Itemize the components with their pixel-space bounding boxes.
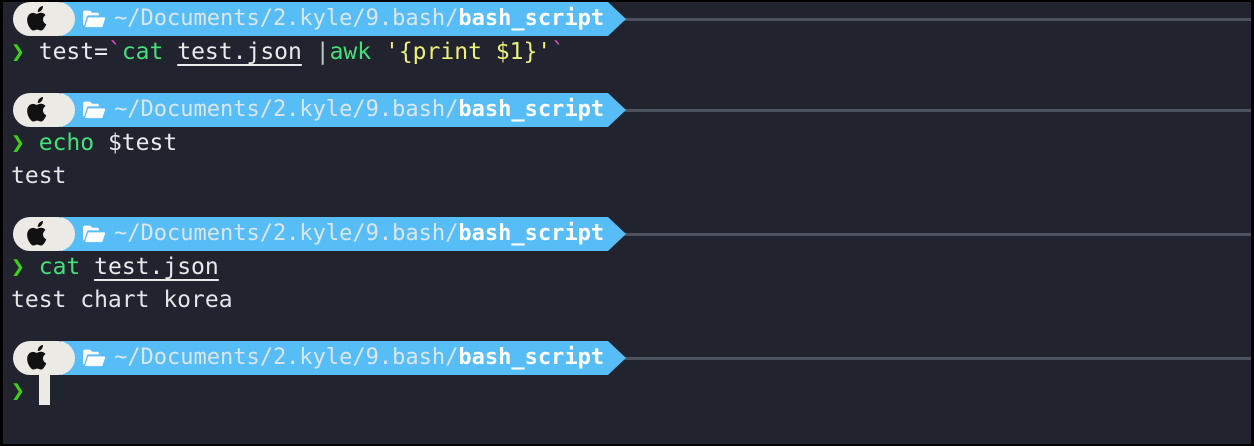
command-part: `	[551, 39, 566, 65]
command-part: awk	[329, 39, 372, 65]
output-line: test chart korea	[11, 287, 233, 313]
path-segment: ~/Documents/2.kyle/9.bash/bash_script	[61, 93, 627, 127]
prompt-bar: ~/Documents/2.kyle/9.bash/bash_script	[13, 93, 1251, 127]
path-segment: ~/Documents/2.kyle/9.bash/bash_script	[61, 2, 627, 36]
path-text: ~/Documents/2.kyle/9.bash/bash_script	[114, 217, 604, 251]
path-prefix: ~/Documents/2.kyle/9.bash/	[114, 6, 459, 31]
apple-logo-icon	[27, 6, 49, 32]
path-segment: ~/Documents/2.kyle/9.bash/bash_script	[61, 341, 627, 375]
block-spacer	[3, 69, 1251, 93]
apple-logo-icon	[27, 97, 49, 123]
command-part: `	[107, 39, 122, 65]
command-part: cat	[38, 254, 81, 280]
path-text: ~/Documents/2.kyle/9.bash/bash_script	[114, 2, 604, 36]
path-text: ~/Documents/2.kyle/9.bash/bash_script	[114, 93, 604, 127]
prompt-rule	[13, 18, 1251, 21]
command-part-string: '{print $1}'	[384, 39, 552, 65]
apple-logo-icon	[27, 221, 49, 247]
path-prefix: ~/Documents/2.kyle/9.bash/	[114, 221, 459, 246]
command-part-file: test.json	[94, 254, 219, 280]
prompt-bar: ~/Documents/2.kyle/9.bash/bash_script	[13, 341, 1251, 375]
path-prefix: ~/Documents/2.kyle/9.bash/	[114, 97, 459, 122]
prompt-symbol: ❯	[11, 254, 25, 280]
folder-icon	[83, 101, 106, 119]
apple-logo-segment	[13, 93, 75, 127]
shell-block: ~/Documents/2.kyle/9.bash/bash_script ❯ …	[3, 93, 1251, 193]
apple-logo-segment	[13, 2, 75, 36]
prompt-rule	[13, 233, 1251, 236]
command-part-variable: $test	[94, 130, 178, 156]
prompt-symbol: ❯	[11, 378, 25, 404]
path-leaf: bash_script	[458, 221, 605, 246]
path-prefix: ~/Documents/2.kyle/9.bash/	[114, 345, 459, 370]
folder-icon	[83, 349, 106, 367]
command-part	[163, 39, 177, 65]
block-spacer	[3, 317, 1251, 341]
folder-icon	[83, 225, 106, 243]
path-text: ~/Documents/2.kyle/9.bash/bash_script	[114, 341, 604, 375]
apple-logo-segment	[13, 341, 75, 375]
prompt-rule	[13, 357, 1251, 360]
command-part	[80, 254, 94, 280]
command-line[interactable]: ❯ test=`cat test.json |awk '{print $1}'`	[3, 36, 1251, 69]
command-line[interactable]: ❯ cat test.json	[3, 251, 1251, 284]
block-spacer	[3, 193, 1251, 217]
command-part-pipe: |	[315, 39, 330, 65]
command-part	[371, 39, 385, 65]
folder-icon	[83, 10, 106, 28]
output-line: test	[11, 163, 67, 189]
command-part: echo	[38, 130, 95, 156]
path-leaf: bash_script	[458, 6, 605, 31]
text-cursor	[38, 375, 50, 405]
prompt-rule	[13, 109, 1251, 112]
command-part: test=	[38, 39, 108, 65]
command-part-file: test.json	[177, 39, 302, 65]
command-line[interactable]: ❯ echo $test	[3, 127, 1251, 160]
apple-logo-icon	[27, 345, 49, 371]
prompt-symbol: ❯	[11, 39, 25, 65]
shell-block-active: ~/Documents/2.kyle/9.bash/bash_script ❯	[3, 341, 1251, 408]
shell-block: ~/Documents/2.kyle/9.bash/bash_script ❯ …	[3, 2, 1251, 69]
shell-block: ~/Documents/2.kyle/9.bash/bash_script ❯ …	[3, 217, 1251, 317]
apple-logo-segment	[13, 217, 75, 251]
path-leaf: bash_script	[458, 97, 605, 122]
prompt-bar: ~/Documents/2.kyle/9.bash/bash_script	[13, 2, 1251, 36]
path-segment: ~/Documents/2.kyle/9.bash/bash_script	[61, 217, 627, 251]
command-part	[302, 39, 316, 65]
command-line-active[interactable]: ❯	[3, 375, 1251, 408]
path-leaf: bash_script	[458, 345, 605, 370]
command-part: cat	[121, 39, 164, 65]
prompt-bar: ~/Documents/2.kyle/9.bash/bash_script	[13, 217, 1251, 251]
prompt-symbol: ❯	[11, 130, 25, 156]
